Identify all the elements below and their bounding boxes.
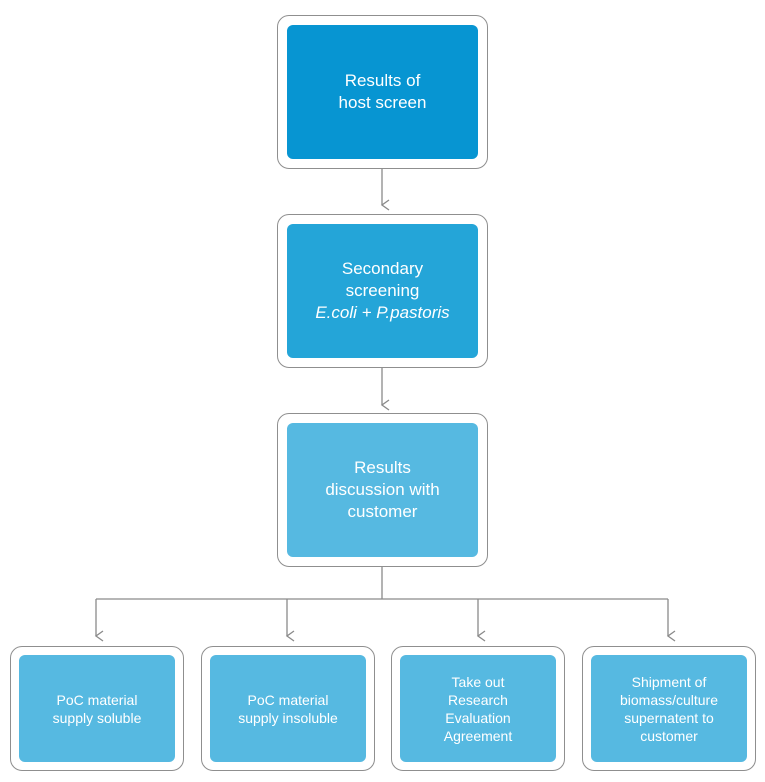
node-host-screen: Results of host screen [287, 25, 478, 159]
node-secondary-line-2: screening [345, 281, 420, 300]
node-host-screen-line-1: Results of [344, 71, 421, 90]
node-shipment-line-1: Shipment of [631, 673, 707, 690]
node-poc-soluble: PoC material supply soluble [19, 655, 175, 762]
node-rea-line-1: Take out [451, 673, 505, 690]
node-discussion-line-2: discussion with [325, 480, 440, 499]
node-rea-line-2: Research [448, 691, 508, 708]
node-secondary-screening: Secondary screening E.coli + P.pastoris [287, 224, 478, 358]
node-poc-insoluble: PoC material supply insoluble [210, 655, 366, 762]
node-rea: Take out Research Evaluation Agreement [400, 655, 556, 762]
node-shipment: Shipment of biomass/culture supernatent … [591, 655, 747, 762]
node-secondary-organisms: E.coli + P.pastoris [315, 303, 450, 322]
node-discussion-line-3: customer [347, 502, 418, 521]
node-host-screen-line-2: host screen [338, 93, 427, 112]
node-discussion-line-1: Results [354, 458, 411, 477]
node-results-discussion: Results discussion with customer [287, 423, 478, 557]
node-poc-soluble-line-2: supply soluble [52, 709, 142, 726]
node-rea-line-3: Evaluation [445, 709, 511, 726]
node-shipment-line-3: supernatent to [624, 709, 714, 726]
node-rea-line-4: Agreement [443, 727, 513, 744]
node-poc-insoluble-line-1: PoC material [247, 691, 329, 708]
node-shipment-line-2: biomass/culture [619, 691, 719, 708]
node-poc-soluble-line-1: PoC material [56, 691, 138, 708]
node-secondary-line-1: Secondary [341, 259, 424, 278]
node-shipment-line-4: customer [640, 727, 698, 744]
node-poc-insoluble-line-2: supply insoluble [238, 709, 338, 726]
